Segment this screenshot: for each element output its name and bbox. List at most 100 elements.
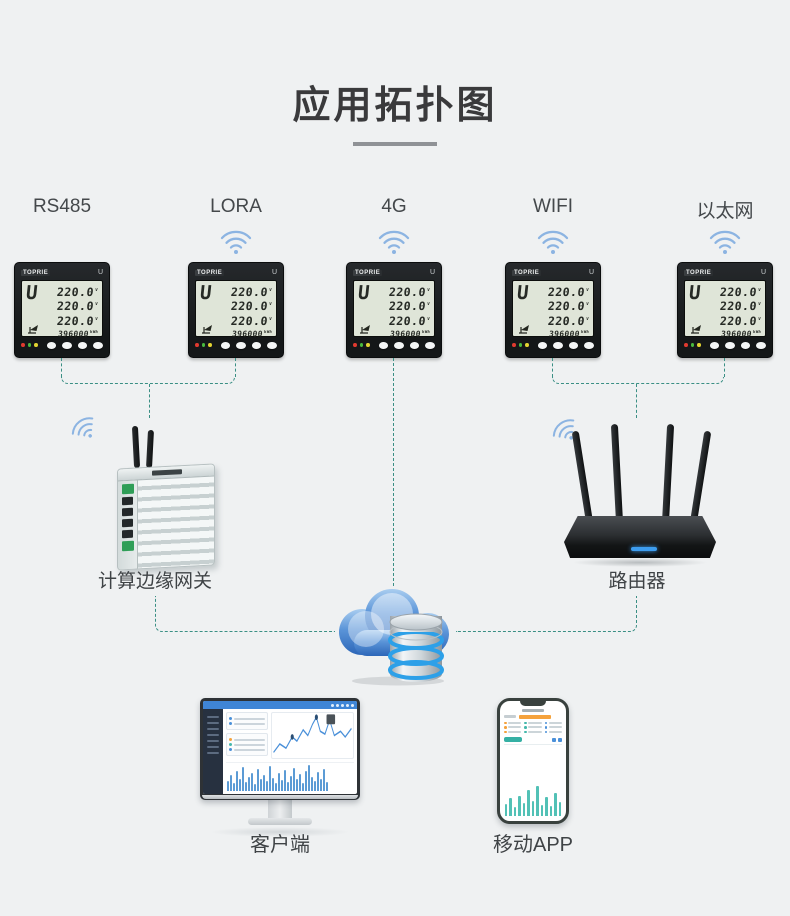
app-action-icon <box>552 737 556 742</box>
router-device <box>552 410 723 568</box>
connector-stub-lora <box>235 358 236 377</box>
meter-label: RS485 <box>32 196 92 217</box>
cursor-flag-icon <box>691 325 701 334</box>
meter-brand: TOPRIE <box>195 269 225 276</box>
meter-button <box>236 341 246 349</box>
router-antenna <box>571 430 593 523</box>
meter-brand: TOPRIE <box>21 269 51 276</box>
voltage-row: 220.0V <box>547 299 590 314</box>
voltage-row: 220.0V <box>719 313 762 328</box>
voltage-row: 220.0V <box>547 284 590 299</box>
meter-button <box>725 341 735 349</box>
pulse-led <box>21 343 25 347</box>
meter-button <box>378 341 389 349</box>
connector-stub-rs485 <box>61 358 62 377</box>
ethernet-port <box>122 496 133 506</box>
meter-corner-symbol: U <box>97 269 103 276</box>
connector-bracket-left <box>61 377 235 384</box>
ethernet-port <box>122 518 133 528</box>
gateway-chassis <box>117 463 215 571</box>
meter-lcd: U 220.0V 220.0V 220.0V 396000kWh <box>353 280 435 339</box>
energy-row: 396000kWh <box>720 328 762 339</box>
connector-stub-wifi <box>552 358 553 377</box>
meter-label: WIFI <box>532 196 574 217</box>
phone-screen <box>500 701 566 821</box>
alarm-led <box>201 343 205 347</box>
router-antenna <box>662 423 675 523</box>
meter-label: LORA <box>210 196 262 217</box>
run-led <box>366 343 370 347</box>
meter-button <box>220 341 231 349</box>
meter-button <box>77 341 88 349</box>
app-tab-row <box>504 737 562 742</box>
meter-button <box>584 341 594 349</box>
meter-lcd: U 220.0V 220.0V 220.0V 396000kWh <box>684 280 766 339</box>
connector-bracket-right <box>552 377 724 384</box>
voltage-row: 220.0V <box>388 313 431 328</box>
meter-button <box>394 341 404 349</box>
phase-symbol: U <box>515 282 530 304</box>
meter-corner-symbol: U <box>760 269 766 276</box>
connector-stub-ethernet <box>724 358 725 377</box>
meter-button <box>251 341 262 349</box>
voltage-row: 220.0V <box>56 313 99 328</box>
monitor-base <box>248 818 312 825</box>
meter-button <box>568 341 579 349</box>
meter-button <box>93 341 103 349</box>
cursor-flag-icon <box>360 325 370 334</box>
meter-corner-symbol: U <box>429 269 435 276</box>
meter-button <box>740 341 751 349</box>
mobile-phone <box>494 698 572 830</box>
voltage-row: 220.0V <box>230 313 273 328</box>
voltage-row: 220.0V <box>388 299 431 314</box>
meter-brand: TOPRIE <box>512 269 542 276</box>
alarm-led <box>518 343 522 347</box>
alarm-led <box>359 343 363 347</box>
meter-button <box>425 341 435 349</box>
app-action-icon <box>558 737 562 742</box>
voltage-row: 220.0V <box>230 284 273 299</box>
meter-lcd: U 220.0V 220.0V 220.0V 396000kWh <box>21 280 103 339</box>
meter-label: 以太网 <box>696 201 754 222</box>
voltage-row: 220.0V <box>56 299 99 314</box>
connector-router-to-cloud <box>456 596 637 632</box>
cursor-flag-icon <box>202 325 212 334</box>
meter-bezel-header: TOPRIE U <box>21 268 103 277</box>
gateway-antenna <box>131 425 141 469</box>
app-bar-chart <box>504 744 562 818</box>
cloud-database <box>326 580 464 686</box>
router-antenna <box>690 430 712 523</box>
stat-card <box>226 733 268 756</box>
voltage-row: 220.0V <box>719 284 762 299</box>
gateway-antenna <box>146 429 154 469</box>
page-title: 应用拓扑图 <box>292 85 498 127</box>
wifi-signal-icon <box>537 230 569 254</box>
gateway-top-panel <box>118 464 214 482</box>
mobile-label: 移动APP <box>492 834 574 856</box>
terminal-block <box>121 483 134 495</box>
client-computer <box>196 698 364 837</box>
monitor-frame <box>200 698 360 800</box>
dashboard-topbar <box>203 701 357 709</box>
meter-button <box>62 341 72 349</box>
cloud-database-icon <box>339 589 449 686</box>
router-label: 路由器 <box>608 571 666 592</box>
ethernet-port <box>122 529 133 539</box>
bar-chart <box>226 762 354 791</box>
meter-button <box>537 341 548 349</box>
voltage-row: 220.0V <box>56 284 99 299</box>
pulse-led <box>353 343 357 347</box>
run-led <box>697 343 701 347</box>
phase-symbol: U <box>356 282 371 304</box>
connector-drop-router <box>636 384 637 418</box>
energy-row: 396000kWh <box>548 328 590 339</box>
voltage-row: 220.0V <box>230 299 273 314</box>
meter-label: 4G <box>381 196 407 217</box>
ethernet-port <box>122 507 133 517</box>
